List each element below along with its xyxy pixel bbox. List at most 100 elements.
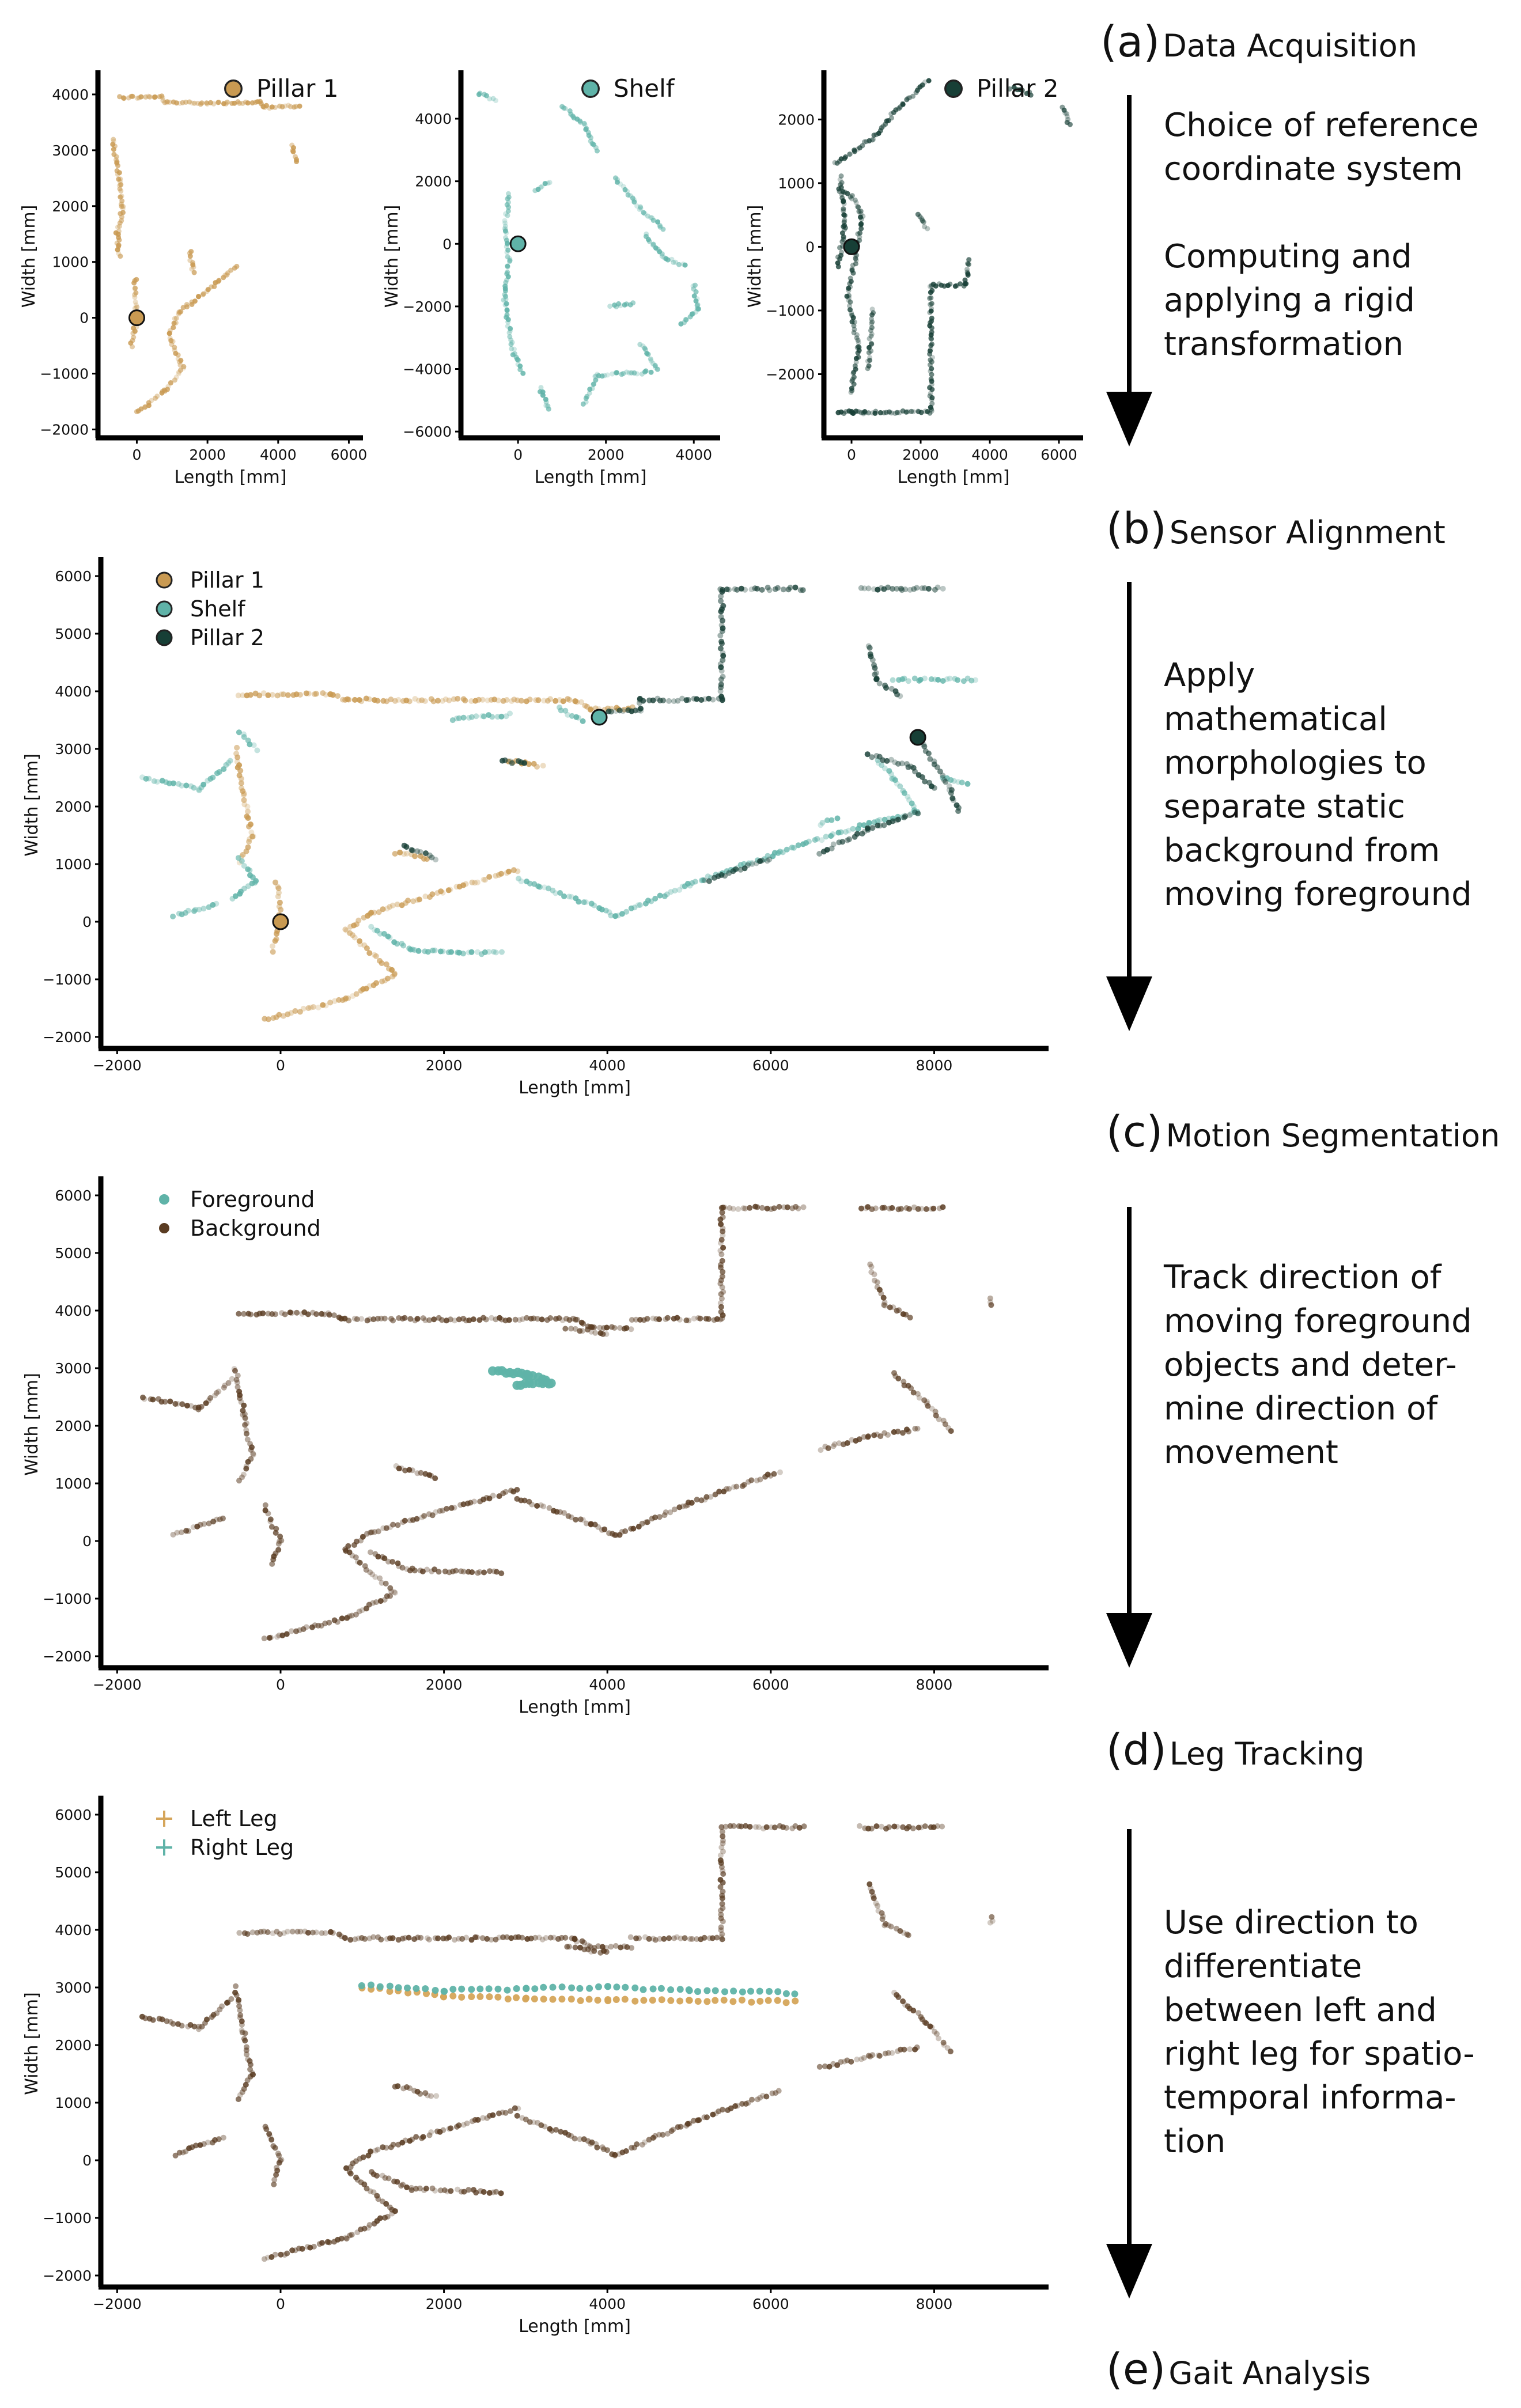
legend-label: Pillar 2 bbox=[190, 625, 264, 650]
flow-arrow-head bbox=[1106, 976, 1152, 1031]
data-point bbox=[553, 698, 559, 704]
y-axis-label: Width [mm] bbox=[22, 1373, 42, 1476]
data-point bbox=[261, 1635, 267, 1642]
data-point bbox=[718, 593, 724, 600]
data-point bbox=[167, 335, 173, 341]
data-point bbox=[311, 2243, 317, 2250]
data-point bbox=[528, 1936, 534, 1941]
data-point bbox=[167, 1398, 173, 1404]
y-tick-label: 2000 bbox=[52, 198, 89, 215]
data-point bbox=[934, 764, 940, 770]
data-point bbox=[897, 1928, 903, 1934]
data-point bbox=[493, 949, 499, 956]
data-point bbox=[220, 2134, 226, 2141]
data-point bbox=[543, 396, 548, 402]
data-point bbox=[467, 1500, 474, 1506]
data-point bbox=[911, 675, 918, 681]
legend-label: Background bbox=[190, 1216, 321, 1241]
data-point bbox=[670, 2126, 676, 2133]
data-point bbox=[553, 890, 559, 896]
data-point bbox=[867, 2053, 873, 2059]
data-point bbox=[336, 1931, 342, 1937]
data-point bbox=[263, 2126, 270, 2132]
data-point bbox=[172, 377, 177, 383]
data-point bbox=[838, 829, 844, 835]
data-point bbox=[477, 90, 483, 96]
data-point bbox=[718, 1844, 725, 1850]
data-point bbox=[170, 2021, 176, 2027]
data-point bbox=[277, 1538, 283, 1544]
data-point bbox=[720, 1840, 726, 1846]
y-tick-label: 1000 bbox=[778, 175, 815, 192]
data-point bbox=[363, 986, 369, 992]
data-point bbox=[437, 2187, 444, 2194]
data-point bbox=[273, 2172, 279, 2178]
flow-arrow-head bbox=[1106, 392, 1152, 446]
section-letter-e: (e) bbox=[1106, 2345, 1166, 2394]
data-point bbox=[660, 697, 667, 703]
data-point bbox=[149, 397, 154, 403]
x-tick-label: 2000 bbox=[189, 446, 226, 463]
data-point bbox=[841, 201, 847, 207]
data-point bbox=[731, 1823, 737, 1829]
data-point bbox=[505, 247, 511, 253]
data-point bbox=[404, 1984, 411, 1991]
y-tick-label: 2000 bbox=[55, 798, 92, 815]
x-tick-label: 0 bbox=[513, 446, 523, 463]
data-point bbox=[244, 1436, 251, 1442]
data-point bbox=[915, 811, 921, 817]
data-point bbox=[628, 1326, 634, 1332]
data-point bbox=[907, 2046, 913, 2053]
data-point bbox=[132, 292, 138, 298]
data-point bbox=[947, 2049, 954, 2055]
data-point bbox=[502, 302, 508, 308]
data-point bbox=[911, 807, 917, 813]
data-point bbox=[754, 585, 760, 592]
data-point bbox=[640, 698, 646, 704]
data-point bbox=[240, 788, 246, 794]
data-point bbox=[720, 657, 726, 663]
data-point bbox=[565, 1513, 572, 1519]
data-point bbox=[828, 845, 835, 851]
data-point bbox=[424, 1566, 430, 1573]
data-point bbox=[369, 1572, 376, 1577]
data-point bbox=[344, 1615, 350, 1621]
data-point bbox=[561, 1510, 567, 1516]
data-point bbox=[637, 342, 643, 347]
data-point bbox=[400, 942, 407, 949]
data-point bbox=[225, 99, 230, 105]
data-point bbox=[558, 1996, 566, 2003]
data-point bbox=[466, 2187, 472, 2193]
data-point bbox=[865, 825, 871, 831]
data-point bbox=[742, 586, 748, 593]
step-c1: Track direction of moving foreground obj… bbox=[1164, 1259, 1472, 1471]
data-point bbox=[527, 2119, 533, 2125]
data-point bbox=[395, 696, 402, 703]
data-point bbox=[622, 1528, 629, 1534]
data-point bbox=[412, 853, 418, 860]
data-point bbox=[694, 1936, 700, 1942]
data-point bbox=[601, 373, 607, 378]
data-point bbox=[131, 280, 137, 286]
data-point bbox=[387, 1585, 394, 1591]
data-point bbox=[143, 94, 149, 100]
data-point bbox=[869, 754, 875, 760]
data-point bbox=[581, 1940, 587, 1946]
data-point bbox=[366, 1935, 373, 1941]
data-point bbox=[867, 344, 872, 350]
data-point bbox=[516, 357, 521, 363]
data-point bbox=[989, 1914, 995, 1920]
y-tick-label: −2000 bbox=[43, 1648, 92, 1665]
data-point bbox=[722, 1823, 729, 1830]
data-point bbox=[268, 2254, 275, 2260]
data-point bbox=[498, 870, 504, 877]
data-point bbox=[494, 1985, 502, 1993]
data-point bbox=[213, 1390, 220, 1396]
data-point bbox=[399, 2140, 406, 2146]
data-point bbox=[889, 115, 894, 121]
data-point bbox=[191, 264, 196, 270]
data-point bbox=[927, 410, 933, 416]
data-point bbox=[942, 1421, 948, 1428]
